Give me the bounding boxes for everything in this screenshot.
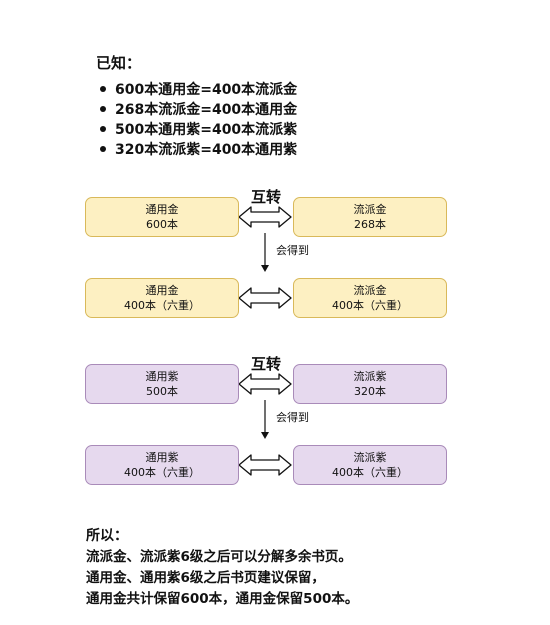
known-item-text: 320本流派紫=400本通用紫 [115, 142, 298, 158]
school-purple-result-box: 流派紫 400本（六重） [293, 445, 447, 485]
conclusion: 所以： 流派金、流派紫6级之后可以分解多余书页。 通用金、通用紫6级之后书页建议… [86, 526, 358, 610]
general-purple-result-box: 通用紫 400本（六重） [85, 445, 239, 485]
school-gold-result-box: 流派金 400本（六重） [293, 278, 447, 318]
school-purple-box: 流派紫 320本 [293, 364, 447, 404]
bullet-icon [100, 146, 106, 152]
box-value: 268本 [354, 218, 386, 231]
known-item-text: 600本通用金=400本流派金 [115, 82, 298, 98]
known-item-text: 268本流派金=400本通用金 [115, 102, 298, 118]
bullet-icon [100, 106, 106, 112]
box-name: 流派金 [353, 203, 387, 216]
double-arrow-icon [238, 373, 292, 395]
known-item: 500本通用紫=400本流派紫 [100, 120, 297, 140]
get-label: 会得到 [276, 411, 309, 424]
known-item: 320本流派紫=400本通用紫 [100, 140, 297, 160]
known-item: 268本流派金=400本通用金 [100, 100, 297, 120]
general-gold-result-box: 通用金 400本（六重） [85, 278, 239, 318]
school-gold-box: 流派金 268本 [293, 197, 447, 237]
box-value: 400本（六重） [332, 466, 408, 479]
known-item: 600本通用金=400本流派金 [100, 80, 297, 100]
box-name: 流派紫 [353, 451, 387, 464]
box-name: 流派紫 [353, 370, 387, 383]
double-arrow-icon [238, 206, 292, 228]
box-value: 320本 [354, 385, 386, 398]
box-value: 400本（六重） [332, 299, 408, 312]
box-value: 500本 [146, 385, 178, 398]
box-name: 通用紫 [145, 451, 179, 464]
get-label: 会得到 [276, 244, 309, 257]
double-arrow-icon [238, 287, 292, 309]
swap-label: 互转 [251, 355, 282, 373]
box-name: 通用金 [145, 203, 179, 216]
conclusion-line: 流派金、流派紫6级之后可以分解多余书页。 [86, 549, 352, 565]
box-value: 600本 [146, 218, 178, 231]
box-name: 通用金 [145, 284, 179, 297]
box-name: 流派金 [353, 284, 387, 297]
box-value: 400本（六重） [124, 466, 200, 479]
conclusion-line: 通用金、通用紫6级之后书页建议保留， [86, 570, 325, 586]
known-item-text: 500本通用紫=400本流派紫 [115, 122, 298, 138]
down-arrow-icon [261, 233, 269, 272]
box-value: 400本（六重） [124, 299, 200, 312]
general-purple-box: 通用紫 500本 [85, 364, 239, 404]
general-gold-box: 通用金 600本 [85, 197, 239, 237]
bullet-icon [100, 86, 106, 92]
known-list: 600本通用金=400本流派金 268本流派金=400本通用金 500本通用紫=… [100, 80, 297, 160]
conclusion-line: 通用金共计保留600本，通用金保留500本。 [86, 591, 359, 607]
double-arrow-icon [238, 454, 292, 476]
box-name: 通用紫 [145, 370, 179, 383]
known-title: 已知： [96, 54, 142, 72]
down-arrow-icon [261, 400, 269, 439]
swap-label: 互转 [251, 188, 282, 206]
conclusion-title: 所以： [86, 528, 128, 544]
bullet-icon [100, 126, 106, 132]
